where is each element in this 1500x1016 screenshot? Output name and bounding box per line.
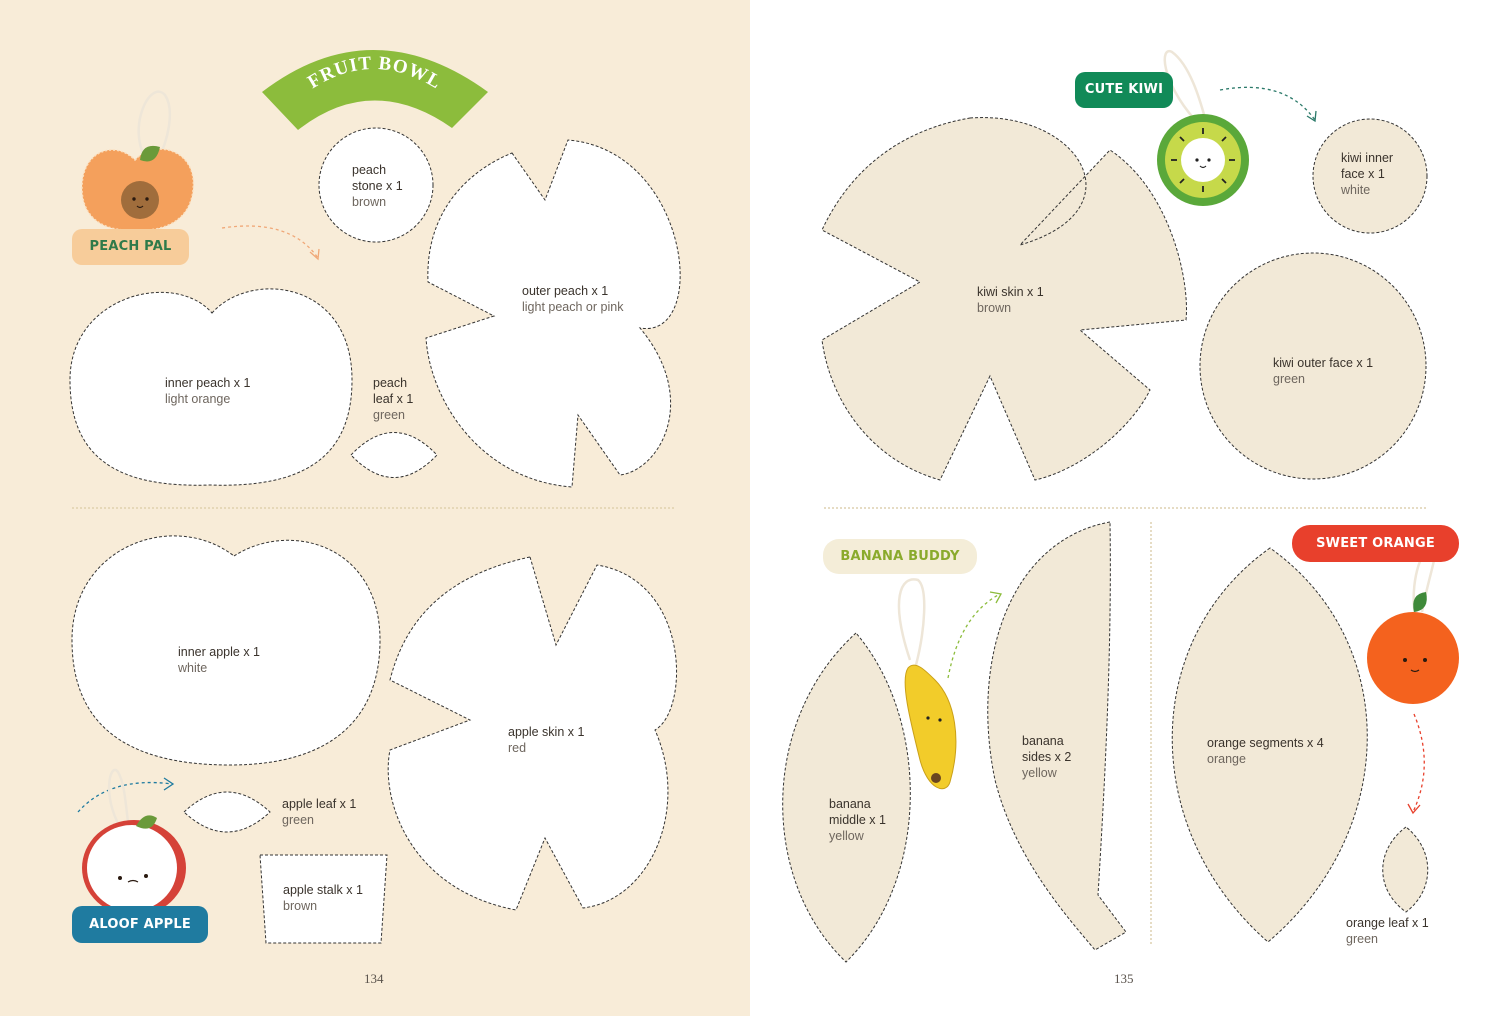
- kiwi-inner-face-pattern: [1312, 118, 1428, 234]
- banana-middle-name-2: middle x 1: [829, 813, 886, 827]
- orange-arrow: [1412, 713, 1425, 813]
- outer-peach-pattern: [425, 139, 681, 488]
- inner-peach-color: light orange: [165, 392, 231, 406]
- sweet-orange-badge: SWEET ORANGE: [1292, 525, 1459, 562]
- right-page-number: 135: [1114, 971, 1134, 986]
- apple-skin-color: red: [508, 741, 527, 755]
- apple-skin-name: apple skin x 1: [508, 725, 585, 739]
- fruit-bowl-banner: [262, 50, 488, 130]
- inner-apple-color: white: [178, 661, 208, 675]
- kiwi-inner-face-name-1: kiwi inner: [1341, 151, 1394, 165]
- apple-skin-label: apple skin x 1 red: [508, 724, 584, 756]
- apple-stalk-label: apple stalk x 1 brown: [283, 882, 363, 914]
- right-page-artwork: [782, 49, 1459, 963]
- kiwi-inner-face-color: white: [1341, 183, 1371, 197]
- kiwi-skin-pattern: [821, 117, 1187, 481]
- peach-arrow-head: [309, 248, 320, 261]
- kiwi-arrow: [1219, 86, 1316, 121]
- kiwi-arrow-head: [1306, 110, 1317, 123]
- peach-stone-pattern: [318, 127, 434, 243]
- peach-leaf-color: green: [373, 408, 405, 422]
- banana-arrow: [947, 593, 1001, 679]
- orange-arrow-head: [1407, 803, 1421, 815]
- apple-leaf-name: apple leaf x 1: [282, 797, 357, 811]
- left-page: FRUIT BOWL: [0, 0, 750, 1016]
- peach-pal-badge: PEACH PAL: [72, 229, 189, 265]
- peach-leaf-name-2: leaf x 1: [373, 392, 414, 406]
- peach-stone-name-2: stone x 1: [352, 179, 403, 193]
- cute-kiwi-plush: [1157, 49, 1249, 206]
- inner-apple-pattern: [71, 535, 381, 766]
- inner-apple-label: inner apple x 1 white: [178, 644, 260, 676]
- orange-leaf-pattern: [1382, 826, 1429, 913]
- banana-middle-pattern: [782, 632, 911, 963]
- banana-middle-color: yellow: [829, 829, 864, 843]
- banana-sides-label: banana sides x 2 yellow: [1022, 733, 1071, 781]
- inner-peach-name: inner peach x 1: [165, 376, 251, 390]
- outer-peach-color: light peach or pink: [522, 300, 624, 314]
- kiwi-skin-label: kiwi skin x 1 brown: [977, 284, 1044, 316]
- kiwi-outer-face-label: kiwi outer face x 1 green: [1273, 355, 1373, 387]
- orange-leaf-label: orange leaf x 1 green: [1346, 915, 1429, 947]
- banana-sides-name-2: sides x 2: [1022, 750, 1072, 764]
- outer-peach-name: outer peach x 1: [522, 284, 609, 298]
- apple-stalk-name: apple stalk x 1: [283, 883, 363, 897]
- apple-stalk-color: brown: [283, 899, 318, 913]
- outer-peach-label: outer peach x 1 light peach or pink: [522, 283, 623, 315]
- left-page-artwork: FRUIT BOWL: [69, 50, 681, 944]
- kiwi-inner-face-label: kiwi inner face x 1 white: [1341, 150, 1393, 198]
- peach-leaf-label: peach leaf x 1 green: [373, 375, 413, 423]
- kiwi-outer-face-pattern: [1199, 252, 1427, 480]
- apple-stalk-pattern: [259, 854, 388, 944]
- inner-apple-name: inner apple x 1: [178, 645, 261, 659]
- aloof-apple-badge: ALOOF APPLE: [72, 906, 208, 943]
- kiwi-outer-face-name: kiwi outer face x 1: [1273, 356, 1374, 370]
- sweet-orange-plush: [1367, 546, 1459, 704]
- banana-sides-color: yellow: [1022, 766, 1057, 780]
- apple-arrow-head: [163, 777, 175, 791]
- peach-leaf-pattern: [350, 432, 438, 478]
- banana-buddy-plush: [897, 578, 957, 790]
- cute-kiwi-badge: CUTE KIWI: [1075, 72, 1173, 108]
- aloof-apple-plush: [82, 768, 186, 916]
- inner-peach-label: inner peach x 1 light orange: [165, 375, 250, 407]
- banana-middle-label: banana middle x 1 yellow: [829, 796, 886, 844]
- banana-sides-name-1: banana: [1022, 734, 1064, 748]
- inner-peach-pattern: [69, 288, 353, 486]
- orange-segments-pattern: [1171, 547, 1368, 943]
- apple-leaf-color: green: [282, 813, 314, 827]
- kiwi-skin-color: brown: [977, 301, 1012, 315]
- peach-stone-label: peach stone x 1 brown: [352, 162, 403, 210]
- peach-arrow: [221, 225, 319, 259]
- orange-leaf-color: green: [1346, 932, 1378, 946]
- apple-skin-pattern: [387, 556, 677, 911]
- left-page-number: 134: [364, 971, 384, 986]
- apple-leaf-pattern: [183, 791, 271, 833]
- peach-stone-color: brown: [352, 195, 387, 209]
- orange-segments-name: orange segments x 4: [1207, 736, 1324, 750]
- apple-leaf-label: apple leaf x 1 green: [282, 796, 356, 828]
- peach-leaf-name-1: peach: [373, 376, 408, 390]
- kiwi-skin-name: kiwi skin x 1: [977, 285, 1044, 299]
- orange-leaf-name: orange leaf x 1: [1346, 916, 1429, 930]
- orange-segments-color: orange: [1207, 752, 1246, 766]
- banana-middle-name-1: banana: [829, 797, 871, 811]
- banana-sides-pattern: [987, 521, 1127, 951]
- peach-pal-plush: [81, 90, 194, 231]
- orange-segments-label: orange segments x 4 orange: [1207, 735, 1324, 767]
- banana-buddy-badge: BANANA BUDDY: [823, 539, 977, 574]
- right-page: kiwi inner face x 1 white kiwi skin x 1 …: [750, 0, 1500, 1016]
- kiwi-inner-face-name-2: face x 1: [1341, 167, 1385, 181]
- banana-arrow-head: [989, 591, 1003, 604]
- kiwi-outer-face-color: green: [1273, 372, 1305, 386]
- peach-stone-name-1: peach: [352, 163, 387, 177]
